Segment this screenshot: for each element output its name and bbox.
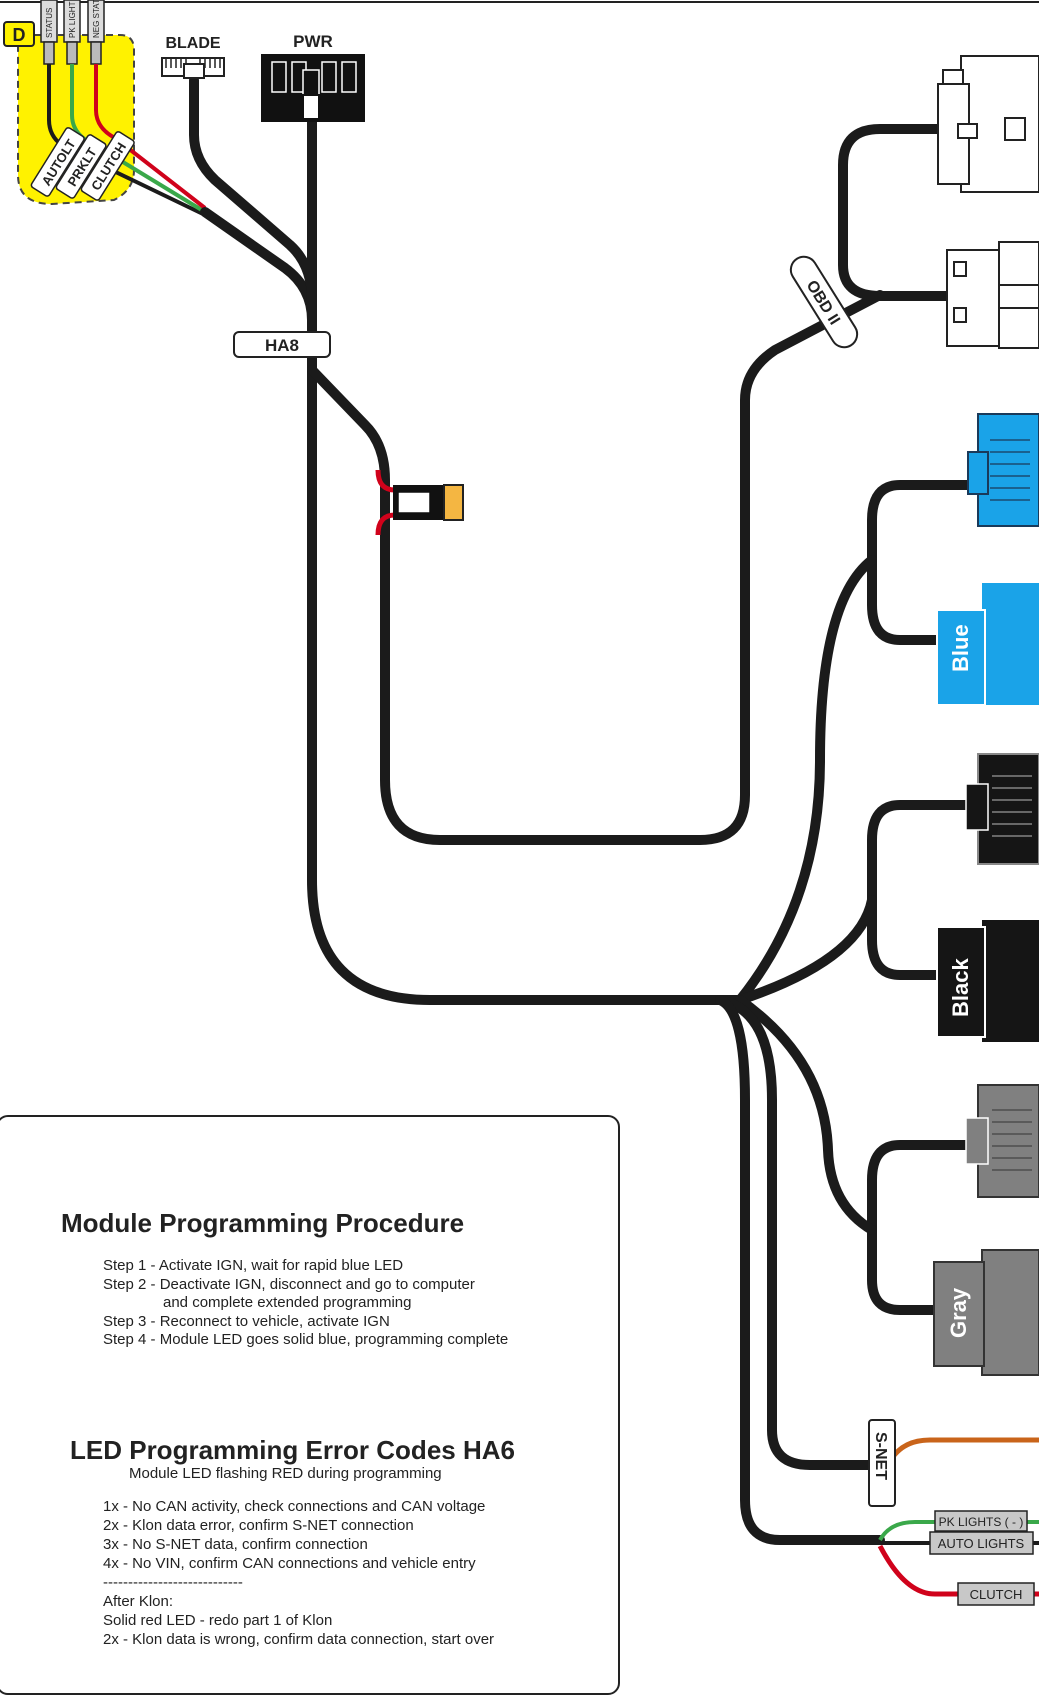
- blue-connector-lower: Blue: [936, 583, 1039, 706]
- svg-text:Black: Black: [948, 958, 973, 1017]
- wire-black-loop: [867, 800, 985, 980]
- svg-text:PK LIGHTS ( - ): PK LIGHTS ( - ): [939, 1515, 1024, 1529]
- svg-text:Blue: Blue: [948, 624, 973, 672]
- procedure-step: Step 2 - Deactivate IGN, disconnect and …: [103, 1276, 475, 1293]
- auto-lights-label: AUTO LIGHTS: [929, 1531, 1034, 1555]
- obd-connector-lower: [946, 241, 1039, 349]
- errors-title: LED Programming Error Codes HA6: [70, 1435, 515, 1465]
- info-panel: Module Programming Procedure Step 1 - Ac…: [0, 1115, 620, 1695]
- svg-text:NEG STAT: NEG STAT: [92, 0, 101, 38]
- wire-to-snet: [715, 995, 880, 1470]
- wire-fuse-branch: [307, 290, 885, 845]
- svg-text:HA8: HA8: [265, 336, 299, 355]
- procedure-step: and complete extended programming: [163, 1294, 412, 1311]
- error-code: 4x - No VIN, confirm CAN connections and…: [103, 1555, 476, 1572]
- error-code: 2x - Klon data error, confirm S-NET conn…: [103, 1517, 414, 1534]
- pin-neg-stat: NEG STAT: [87, 0, 105, 43]
- pin-status: STATUS: [40, 0, 58, 43]
- svg-text:STATUS: STATUS: [45, 8, 54, 38]
- pk-lights-label: PK LIGHTS ( - ): [934, 1510, 1028, 1532]
- svg-text:CLUTCH: CLUTCH: [970, 1587, 1023, 1602]
- svg-text:D: D: [13, 25, 26, 45]
- pwr-connector: [261, 54, 365, 122]
- blade-connector: [161, 57, 225, 79]
- wire-to-black: [735, 895, 877, 1005]
- wire-to-lights: [715, 995, 885, 1545]
- fuse-holder: [375, 469, 464, 536]
- wire-to-blue: [735, 555, 877, 1005]
- pin-pk-light: PK LIGHT: [63, 0, 81, 43]
- procedure-title: Module Programming Procedure: [61, 1208, 465, 1238]
- after-klon-line: Solid red LED - redo part 1 of Klon: [103, 1612, 333, 1629]
- error-code: 1x - No CAN activity, check connections …: [103, 1498, 486, 1515]
- black-connector-upper: [965, 753, 1039, 865]
- wire-snet-out: [885, 1437, 1039, 1467]
- badge-d: D: [3, 21, 35, 47]
- gray-connector-lower: Gray: [933, 1249, 1039, 1376]
- obd-label: OBD II: [789, 255, 859, 349]
- wire-pwr: [307, 115, 745, 1005]
- error-code: 3x - No S-NET data, confirm connection: [103, 1536, 368, 1553]
- procedure-step: Step 4 - Module LED goes solid blue, pro…: [103, 1331, 509, 1348]
- svg-text:PK LIGHT: PK LIGHT: [68, 1, 77, 38]
- snet-label: S-NET: [868, 1419, 896, 1507]
- wire-small-bundle: [200, 207, 317, 325]
- obd-connector-upper: [937, 55, 1039, 193]
- after-klon-title: After Klon:: [103, 1593, 174, 1610]
- blade-label: BLADE: [165, 35, 220, 52]
- black-connector-lower: Black: [936, 920, 1039, 1042]
- procedure-step: Step 1 - Activate IGN, wait for rapid bl…: [103, 1257, 404, 1274]
- svg-text:AUTO LIGHTS: AUTO LIGHTS: [938, 1536, 1025, 1551]
- clutch-label: CLUTCH: [957, 1582, 1035, 1606]
- errors-subtitle: Module LED flashing RED during programmi…: [129, 1465, 442, 1482]
- svg-text:S-NET: S-NET: [872, 1432, 889, 1480]
- gray-connector-upper: [965, 1084, 1039, 1198]
- after-klon-line: 2x - Klon data is wrong, confirm data co…: [103, 1631, 495, 1648]
- wire-clutch-out: [877, 1544, 1039, 1597]
- wire-pk-out: [878, 1520, 1039, 1542]
- harness-label: HA8: [233, 331, 331, 358]
- svg-text:Gray: Gray: [946, 1287, 971, 1338]
- pwr-label: PWR: [293, 32, 333, 51]
- blue-connector-upper: [967, 413, 1039, 527]
- procedure-step: Step 3 - Reconnect to vehicle, activate …: [103, 1313, 390, 1330]
- divider-text: ----------------------------: [103, 1574, 243, 1591]
- wire-to-gray: [735, 995, 877, 1235]
- wire-obd-loop: [838, 124, 953, 301]
